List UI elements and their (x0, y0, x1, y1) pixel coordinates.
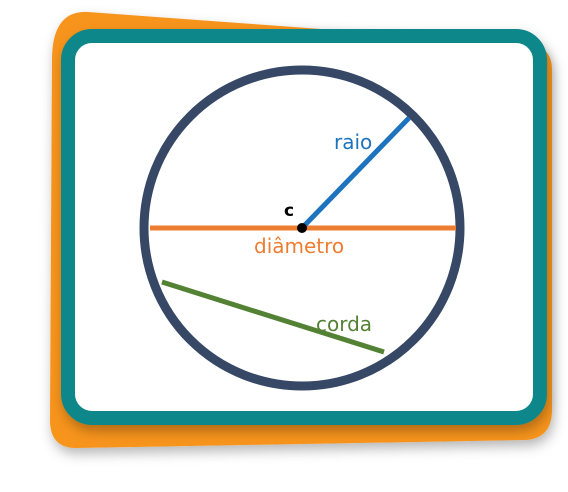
center-point (297, 223, 307, 233)
radius-line (300, 116, 411, 230)
chord-label: corda (316, 312, 372, 336)
chord-line (161, 279, 385, 355)
center-label: c (284, 201, 294, 221)
diameter-label: diâmetro (254, 234, 344, 258)
circle (139, 65, 465, 391)
radius-label: raio (334, 130, 372, 154)
